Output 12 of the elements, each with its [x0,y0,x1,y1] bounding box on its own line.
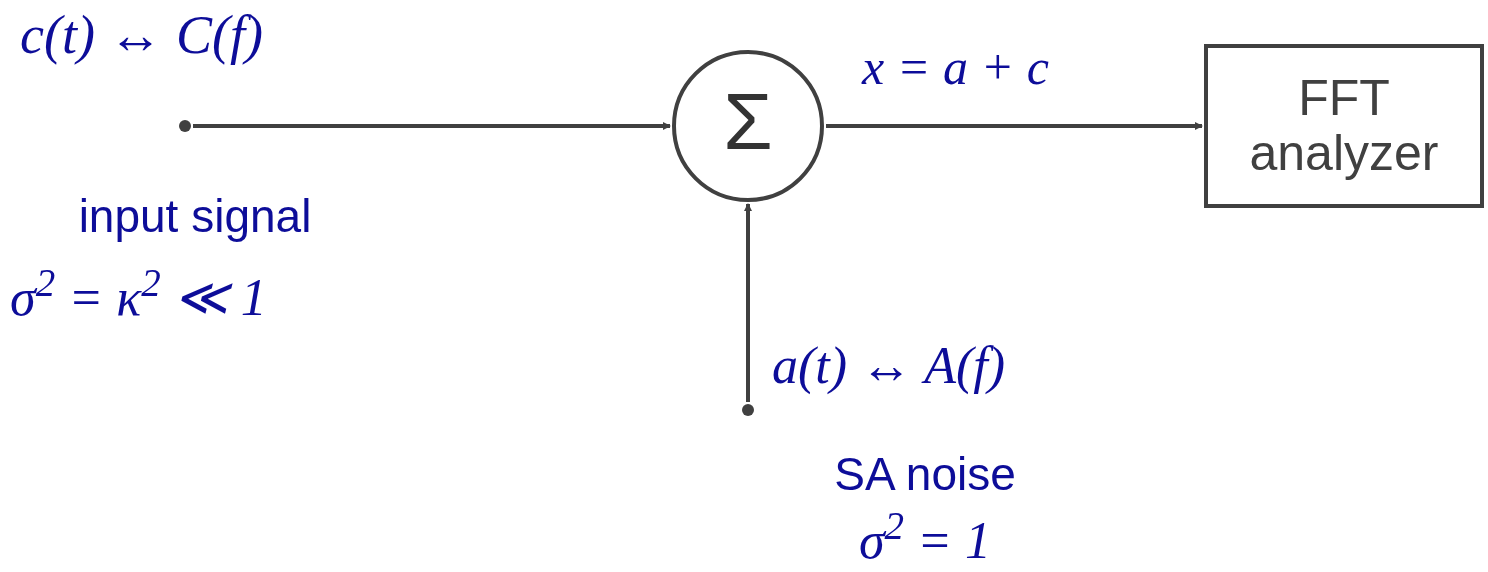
box-label: FFT analyzer [1248,71,1440,181]
sum-symbol: Σ [723,82,773,168]
signal-label: input signal [77,189,313,244]
math-expression: c(t) ↔ C(f) [20,4,264,67]
arrow [826,122,1203,130]
arrow [193,122,671,130]
signal-label: SA noise [833,447,1017,502]
analyzer-box [1204,44,1484,208]
math-expression: σ$^{2}$ = κ$^{2}$ ≪ 1 [10,265,268,328]
math-expression: σ$^{2}$ = 1 [857,508,993,571]
math-expression: a(t) ↔ A(f) [772,336,1006,396]
arrow [744,203,752,402]
